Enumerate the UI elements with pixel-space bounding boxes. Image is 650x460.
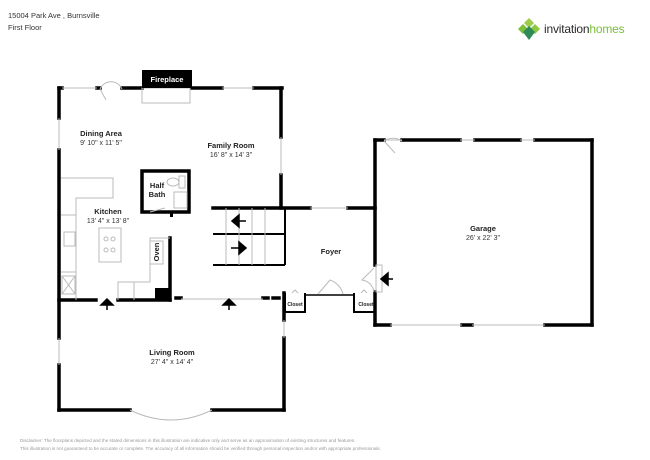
- family-room-label: Family Room: [207, 141, 254, 150]
- family-room-dimensions: 16' 8" x 14' 3": [210, 152, 253, 159]
- arrow-left-icon: [379, 271, 393, 287]
- logo-text-invitation: invitation: [544, 22, 590, 36]
- arrow-right-icon: [231, 240, 248, 256]
- disclaimer-line-1: Disclaimer: The floorplans depicted and …: [20, 438, 356, 443]
- disclaimer-line-2: This illustration is not guaranteed to b…: [20, 446, 381, 451]
- kitchen-dimensions: 13' 4" x 13' 8": [87, 218, 130, 225]
- invitation-homes-logo: invitationhomes: [518, 18, 625, 40]
- garage-dimensions: 26' x 22' 3": [466, 235, 500, 242]
- logo-text-homes: homes: [589, 22, 625, 36]
- arrow-left-icon: [230, 213, 246, 229]
- dining-area-label: Dining Area: [80, 129, 123, 138]
- living-room-dimensions: 27' 4" x 14' 4": [151, 359, 194, 366]
- half-bath-label-line1: Half: [150, 181, 165, 190]
- oven-label: Oven: [152, 242, 161, 261]
- living-room-label: Living Room: [149, 348, 195, 357]
- foyer-label: Foyer: [321, 247, 342, 256]
- closet-label: Closet: [358, 302, 374, 308]
- fireplace-box: [142, 70, 192, 88]
- arrow-up-icon: [99, 297, 115, 310]
- fireplace-label: Fireplace: [151, 75, 184, 84]
- logo-mark-icon: [518, 18, 540, 40]
- dining-area-dimensions: 9' 10" x 11' 5": [80, 140, 122, 147]
- garage-label: Garage: [470, 224, 496, 233]
- arrow-up-icon: [221, 297, 237, 310]
- half-bath-label-line2: Bath: [149, 190, 166, 199]
- kitchen-label: Kitchen: [94, 207, 122, 216]
- closet-label: Closet: [287, 302, 303, 308]
- address: 15004 Park Ave , Burnsville: [8, 11, 100, 20]
- floor-name: First Floor: [8, 23, 42, 32]
